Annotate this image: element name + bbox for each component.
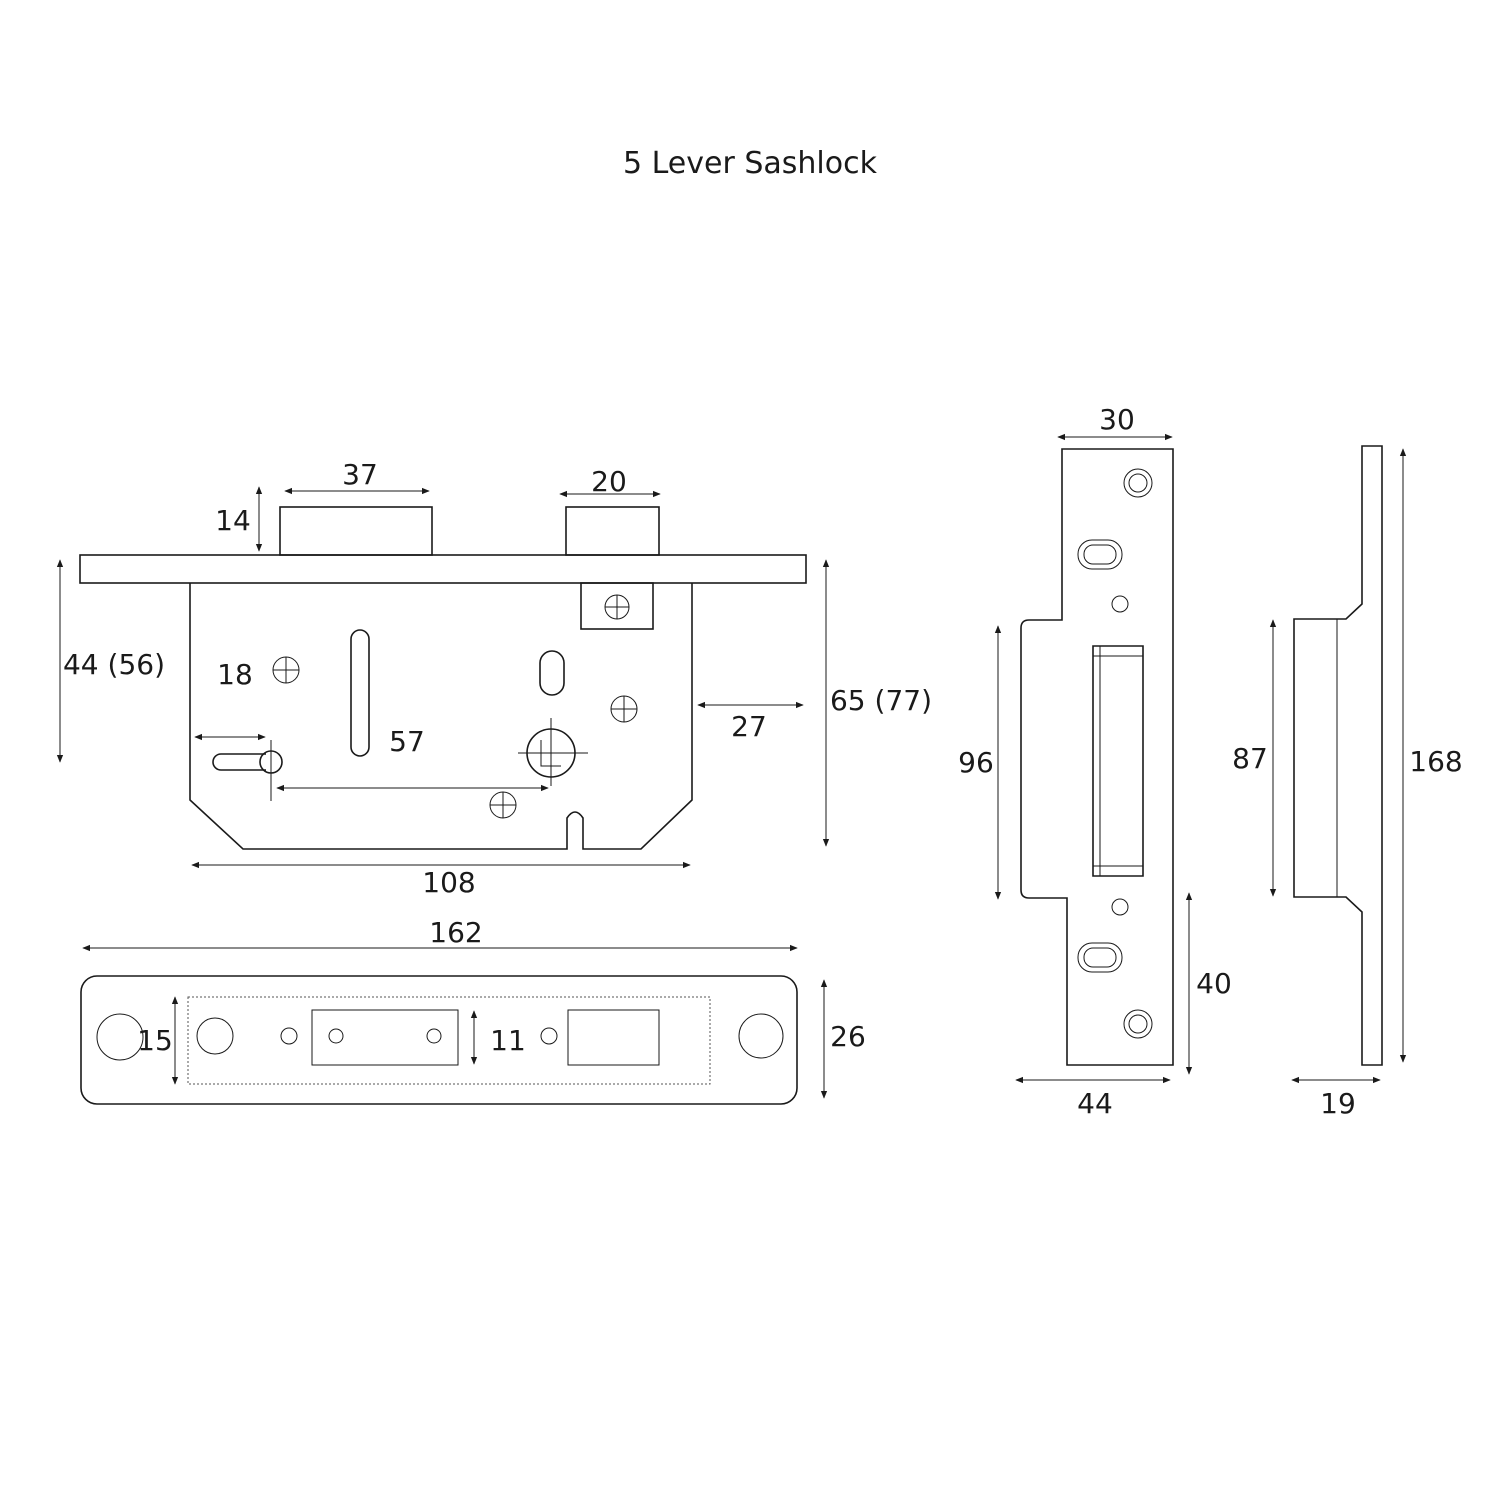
dim-forend-inner-width: 15	[137, 1024, 173, 1057]
dim-side-box-height: 87	[1232, 742, 1268, 775]
dim-centres: 57	[389, 725, 425, 758]
case-outline-hidden	[187, 996, 711, 1085]
forend-face-view: 162 15 11 26	[80, 916, 866, 1105]
screw-icon	[489, 791, 517, 819]
screw-icon	[610, 695, 638, 723]
screw-icon	[272, 656, 300, 684]
dim-body-depth: 27	[731, 710, 767, 743]
small-hole	[1111, 595, 1129, 613]
small-hole	[540, 1027, 558, 1045]
drawing-title: 5 Lever Sashlock	[623, 146, 878, 181]
fixing-hole-right	[738, 1013, 784, 1059]
dim-latch-hole-width: 11	[490, 1024, 526, 1057]
fixing-slot	[1077, 539, 1123, 570]
dim-backset: 44 (56)	[63, 648, 165, 681]
fixing-hole-left	[96, 1013, 144, 1061]
dim-bolt-throw: 14	[215, 504, 251, 537]
dim-strike-box-height: 96	[958, 746, 994, 779]
dim-forend-width: 26	[830, 1020, 866, 1053]
small-hole	[328, 1028, 344, 1044]
small-hole	[280, 1027, 298, 1045]
strike-side-profile	[1293, 445, 1383, 1066]
forend-plate	[79, 554, 807, 584]
follower-housing	[580, 582, 654, 630]
dim-strike-width: 44	[1077, 1087, 1113, 1120]
bolt-aperture	[311, 1009, 459, 1066]
strike-side-view: 87 168 19	[1232, 445, 1463, 1120]
dim-overall-depth: 65 (77)	[830, 684, 932, 717]
strike-plate	[1020, 448, 1174, 1066]
small-hole	[1111, 898, 1129, 916]
dim-latch-width: 20	[591, 465, 627, 498]
latch-aperture	[567, 1009, 660, 1066]
fixing-slot	[1077, 942, 1123, 973]
dim-forend-length: 162	[429, 916, 482, 949]
lock-case	[189, 583, 693, 850]
dim-spindle-gap: 18	[217, 658, 253, 691]
dim-case-height: 108	[422, 866, 475, 899]
latch-bolt	[565, 506, 660, 556]
keyhole-slot	[539, 650, 565, 696]
small-hole	[426, 1028, 442, 1044]
dim-side-projection: 19	[1320, 1087, 1356, 1120]
spindle-follower-icon	[518, 718, 588, 786]
key-slot	[212, 753, 266, 771]
dim-strike-lower-offset: 40	[1196, 967, 1232, 1000]
lock-body-view: 37 20 14 44 (56) 18 57 27 65 (77) 108	[56, 458, 932, 899]
deadbolt	[279, 506, 433, 556]
lever-slot	[350, 629, 370, 757]
dim-bolt-width: 37	[342, 458, 378, 491]
dim-strike-top-width: 30	[1099, 403, 1135, 436]
forend-face	[80, 975, 798, 1105]
screw-icon	[604, 594, 630, 620]
strike-plate-view: 30 96 40 44	[958, 403, 1232, 1120]
dim-strike-length: 168	[1409, 745, 1462, 778]
fixing-hole-inner-left	[196, 1017, 234, 1055]
strike-box	[1092, 645, 1144, 877]
